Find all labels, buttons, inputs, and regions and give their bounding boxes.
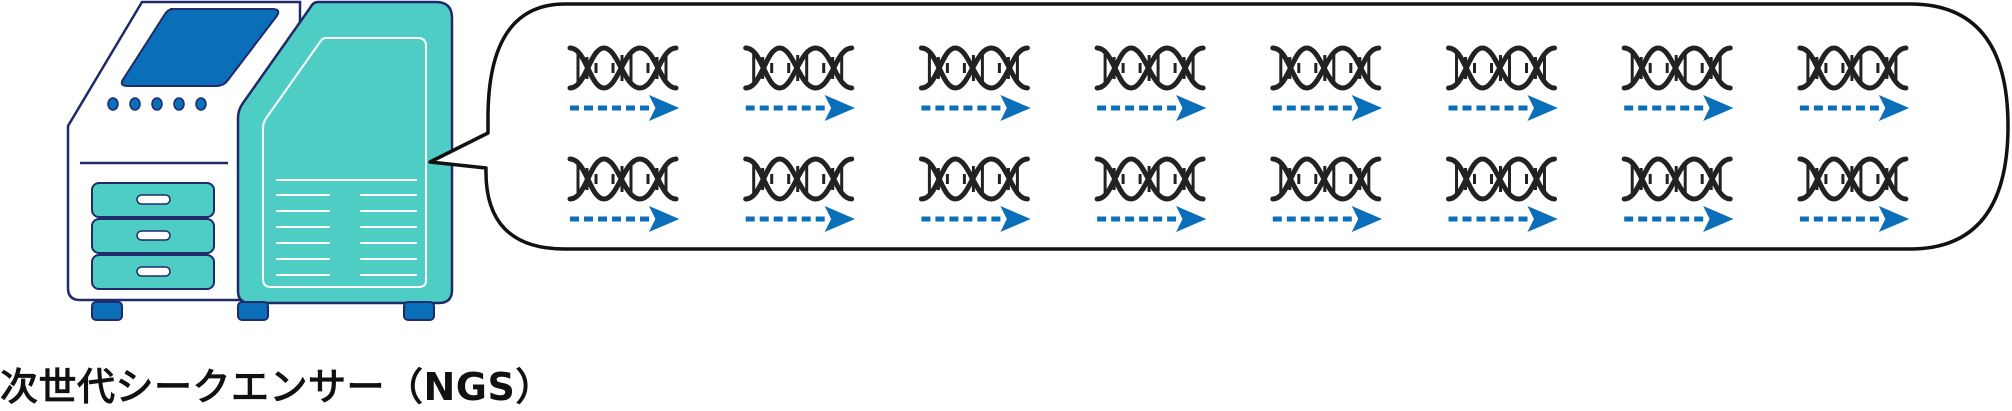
drawer-stack	[91, 182, 215, 290]
speech-bubble	[428, 2, 2010, 251]
indicator-lights	[107, 97, 207, 111]
sequencer-machine-icon	[66, 0, 454, 321]
machine-feet	[91, 301, 435, 321]
machine-screen	[120, 8, 280, 87]
vent-lines	[276, 179, 417, 276]
ngs-caption: 次世代シークエンサー（NGS）	[0, 365, 554, 409]
